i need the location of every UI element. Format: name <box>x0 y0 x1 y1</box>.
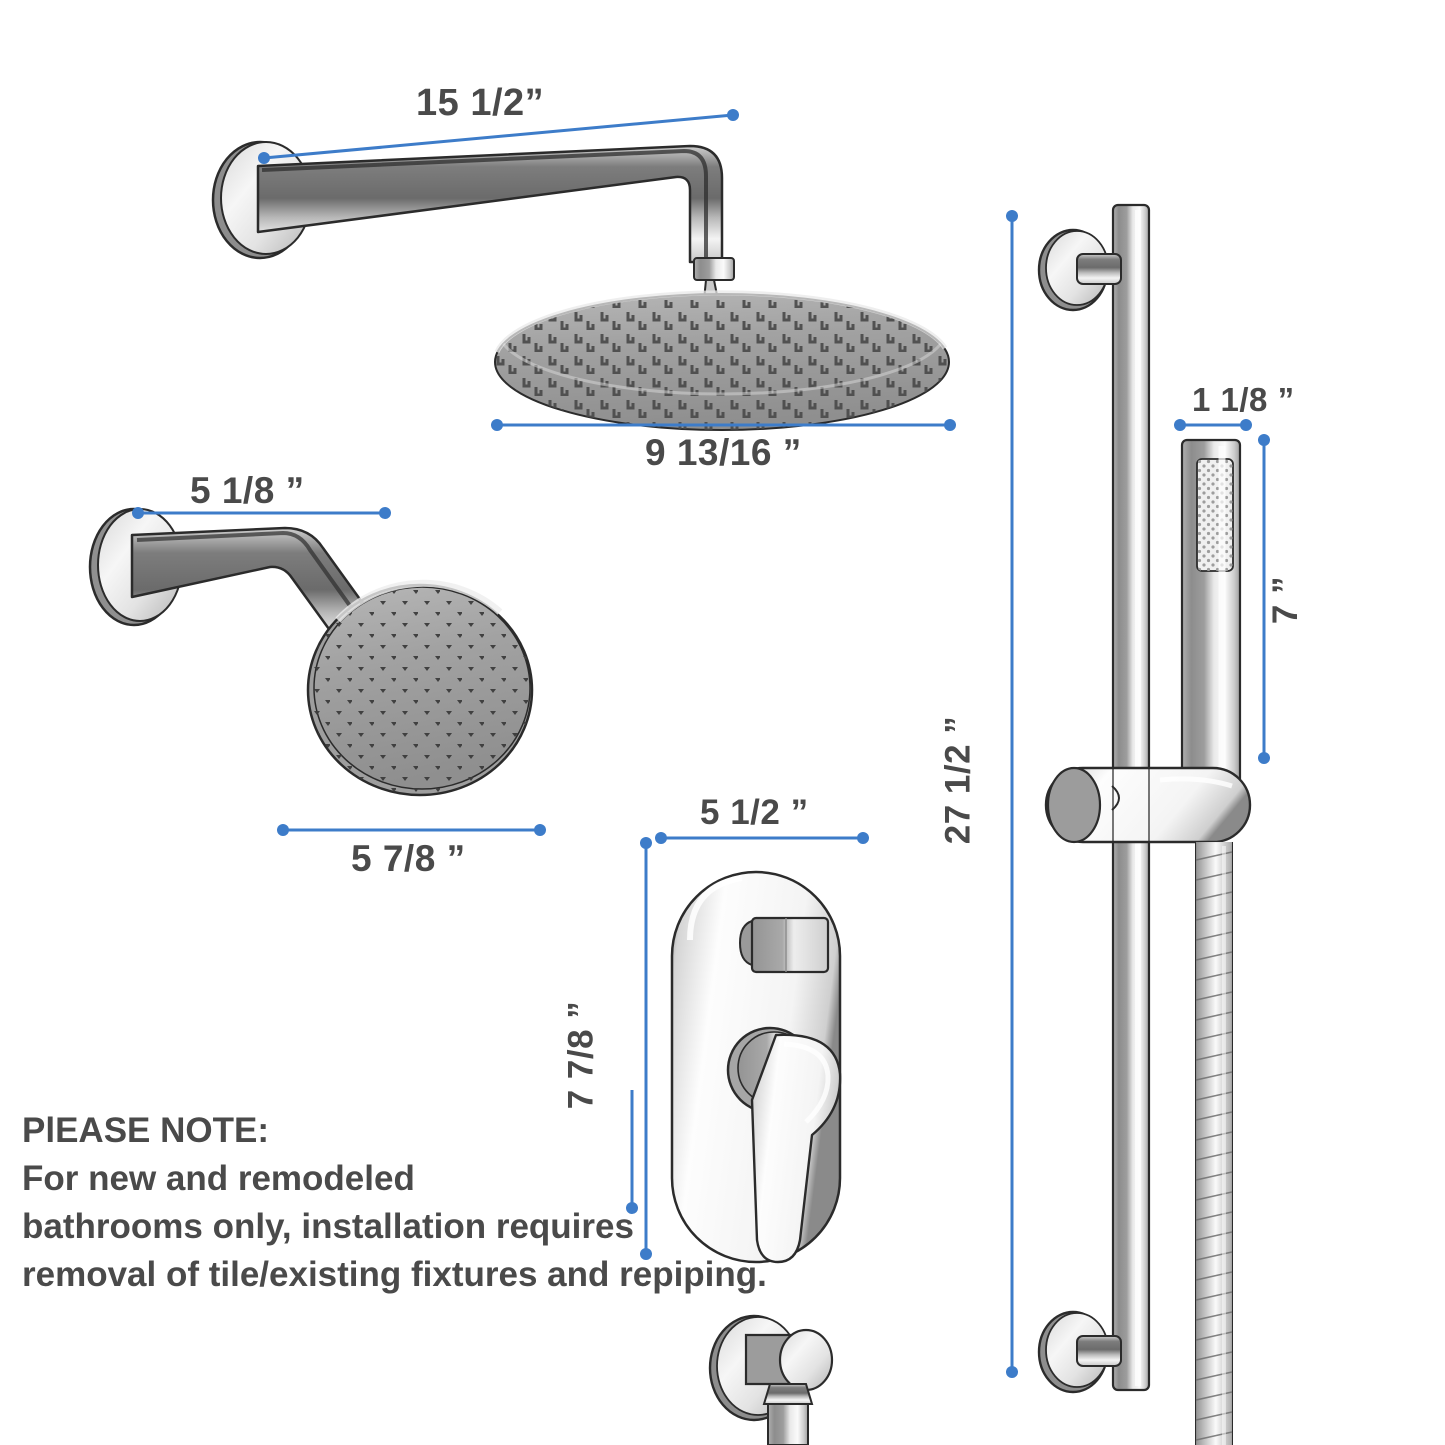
water-supply-elbow <box>708 1314 834 1445</box>
dimline-small-arm <box>132 507 391 519</box>
rain-shower-head <box>494 290 950 431</box>
dimension-label-small-arm-length: 5 1/8 ” <box>190 470 305 511</box>
dimension-label-wand-length: 7 ” <box>1266 575 1306 625</box>
slide-bar-bracket-top <box>1037 228 1122 312</box>
note-line-3: removal of tile/existing fixtures and re… <box>22 1255 767 1294</box>
hand-shower-wand <box>1180 438 1242 809</box>
mixer-lever[interactable] <box>726 1026 842 1264</box>
dimension-label-small-head-diameter: 5 7/8 ” <box>351 838 466 879</box>
dimline-rain-head <box>491 419 956 431</box>
dimension-label-rain-head-diameter: 9 13/16 ” <box>645 432 802 473</box>
dimline-slide-bar <box>1006 210 1018 1378</box>
dimline-valve-width <box>655 832 869 844</box>
dimline-wand-diameter <box>1174 419 1252 431</box>
dimension-label-rain-arm-length: 15 1/2” <box>416 82 545 124</box>
dimline-valve-height <box>640 837 652 1260</box>
shower-hose <box>1195 842 1233 1445</box>
diverter-knob[interactable] <box>738 916 830 974</box>
dimline-note-leader <box>626 1090 638 1214</box>
note-line-1: For new and remodeled <box>22 1159 415 1198</box>
dimension-lines <box>132 109 1270 1378</box>
small-shower-arm <box>88 507 392 667</box>
dimline-rain-arm <box>258 109 739 164</box>
dimension-label-valve-width: 5 1/2 ” <box>700 793 809 832</box>
note-heading: PlEASE NOTE: <box>22 1111 269 1150</box>
small-shower-head <box>306 579 534 797</box>
dimension-label-wand-diameter: 1 1/8 ” <box>1192 381 1295 418</box>
dimension-label-valve-height: 7 7/8 ” <box>561 1000 601 1110</box>
valve-trim-plate <box>670 870 842 1264</box>
rain-shower-arm <box>211 140 735 301</box>
note-line-2: bathrooms only, installation requires <box>22 1207 634 1246</box>
sliding-holder[interactable] <box>1044 766 1252 844</box>
slide-bar-bracket-bottom <box>1037 1310 1122 1394</box>
dimline-small-head <box>277 824 546 836</box>
dimension-label-slide-bar-length: 27 1/2 ” <box>938 715 978 845</box>
dimline-wand-length <box>1258 434 1270 764</box>
